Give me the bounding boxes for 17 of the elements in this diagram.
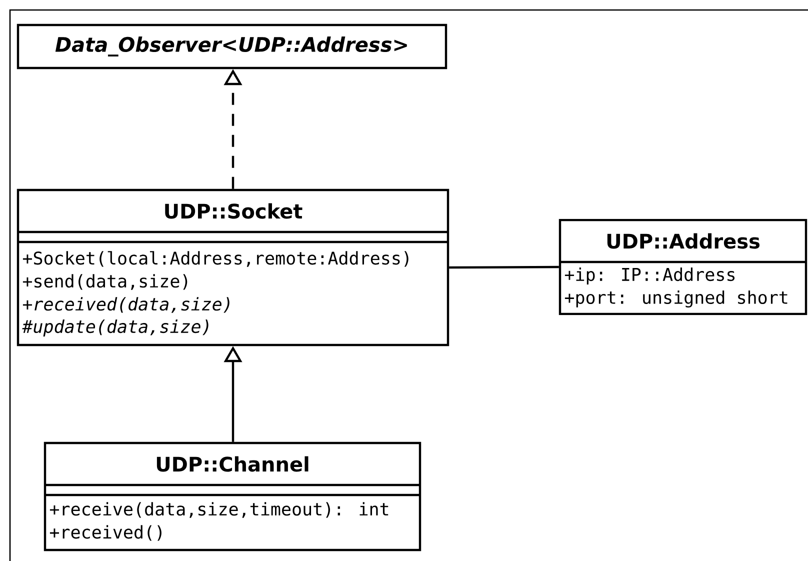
member-text: +receive(data,size,timeout): int: [50, 502, 388, 518]
member-text: +send(data,size): [22, 274, 188, 290]
member-text: +ip: IP::Address: [564, 268, 735, 284]
member-text: +Socket(local:Address,remote:Address): [22, 251, 408, 267]
class-box: [44, 442, 422, 552]
member-text: +received(data,size): [22, 297, 230, 313]
class-name: Data_Observer<UDP::Address>: [55, 36, 407, 56]
member-text: +port: unsigned short: [564, 290, 788, 308]
class-name: UDP::Socket: [165, 203, 302, 219]
connector-line: [449, 266, 559, 269]
class-box: [16, 24, 448, 70]
member-text: +received(): [50, 525, 162, 541]
class-box: [558, 218, 808, 316]
member-text: #update(data,size): [22, 320, 208, 336]
class-name: UDP::Address: [607, 233, 760, 249]
class-box: [16, 188, 450, 346]
class-name: UDP::Channel: [156, 456, 308, 472]
